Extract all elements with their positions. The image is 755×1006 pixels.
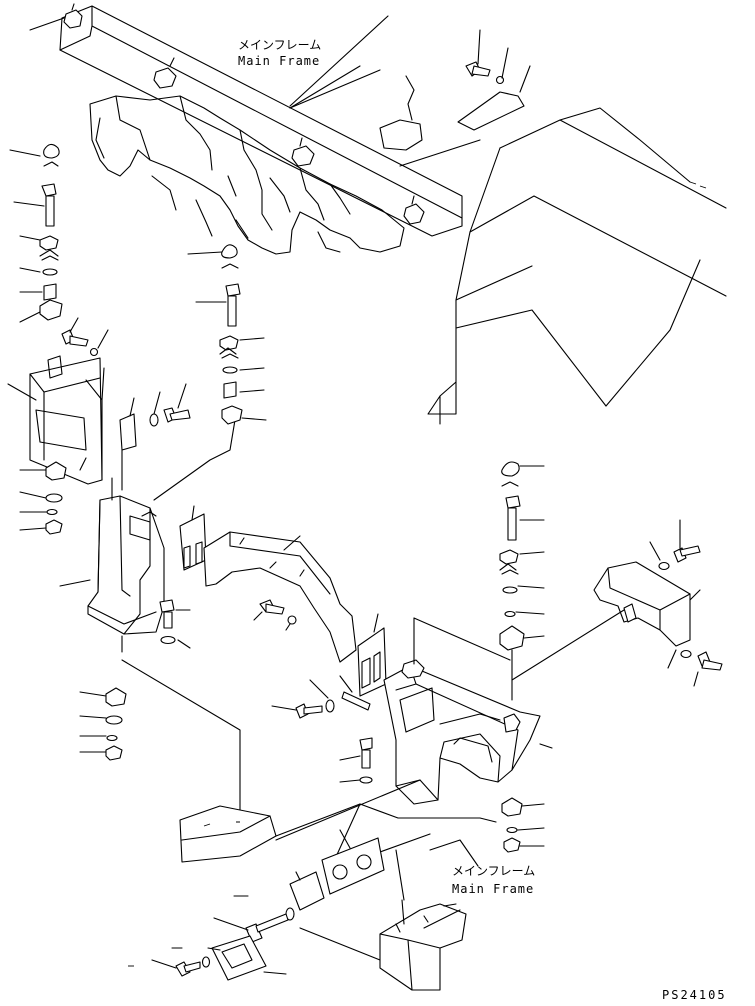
radiator-guard-bar (203, 531, 357, 663)
left-lower-fastener-stack (19, 457, 87, 535)
middle-bolts (159, 599, 373, 784)
main-frame-label-en-bottom: Main Frame (452, 882, 535, 896)
shim-plates (179, 505, 387, 697)
right-side-bracket (511, 519, 723, 687)
label-leaders (289, 15, 457, 907)
middle-mount-stack (187, 244, 267, 425)
right-mount-stack (499, 461, 545, 701)
left-mount-stack (9, 17, 65, 323)
right-cross-member (383, 617, 553, 805)
left-bottom-fastener-stack (79, 687, 127, 761)
main-frame-label-ja-top: メインフレーム (238, 38, 322, 52)
left-bracket-upper (7, 317, 191, 491)
main-frame-top (59, 3, 481, 255)
upper-right-bolt-set (457, 29, 531, 131)
main-frame-bottom (128, 779, 497, 991)
transmission-housing (427, 107, 727, 425)
left-support-post (59, 413, 241, 821)
main-frame-label-ja-bottom: メインフレーム (452, 864, 536, 878)
right-lower-fastener-stack (501, 797, 545, 853)
figure-code: PS24105 (662, 988, 727, 1002)
main-frame-label-en-top: Main Frame (238, 54, 321, 68)
